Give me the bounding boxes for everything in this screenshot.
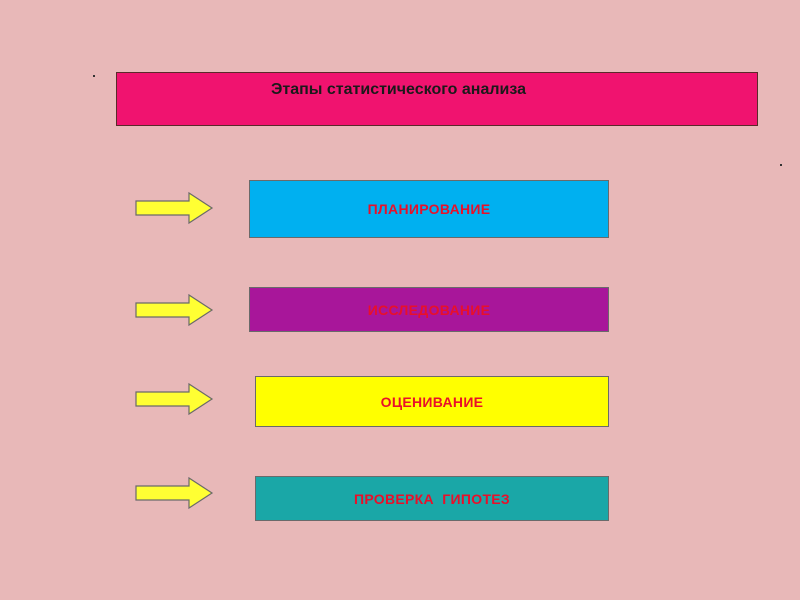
- stage-planning-box: ПЛАНИРОВАНИЕ: [249, 180, 609, 238]
- title-box: Этапы статистического анализа: [116, 72, 758, 126]
- stage-research-box: ИССЛЕДОВАНИЕ: [249, 287, 609, 332]
- decor-dot: [780, 164, 782, 166]
- stage-label: ПЛАНИРОВАНИЕ: [367, 201, 491, 217]
- stage-evaluation-box: ОЦЕНИВАНИЕ: [255, 376, 609, 427]
- decor-dot: [93, 75, 95, 77]
- stage-hypothesis-box: ПРОВЕРКА ГИПОТЕЗ: [255, 476, 609, 521]
- arrow-right-icon: [135, 293, 214, 327]
- stage-label: ПРОВЕРКА ГИПОТЕЗ: [353, 490, 511, 507]
- stage-label: ИССЛЕДОВАНИЕ: [367, 301, 491, 318]
- arrow-right-icon: [135, 476, 214, 510]
- arrow-right-icon: [135, 191, 214, 225]
- diagram-title: Этапы статистического анализа: [271, 81, 526, 98]
- arrow-right-icon: [135, 382, 214, 416]
- stage-label: ОЦЕНИВАНИЕ: [380, 393, 484, 410]
